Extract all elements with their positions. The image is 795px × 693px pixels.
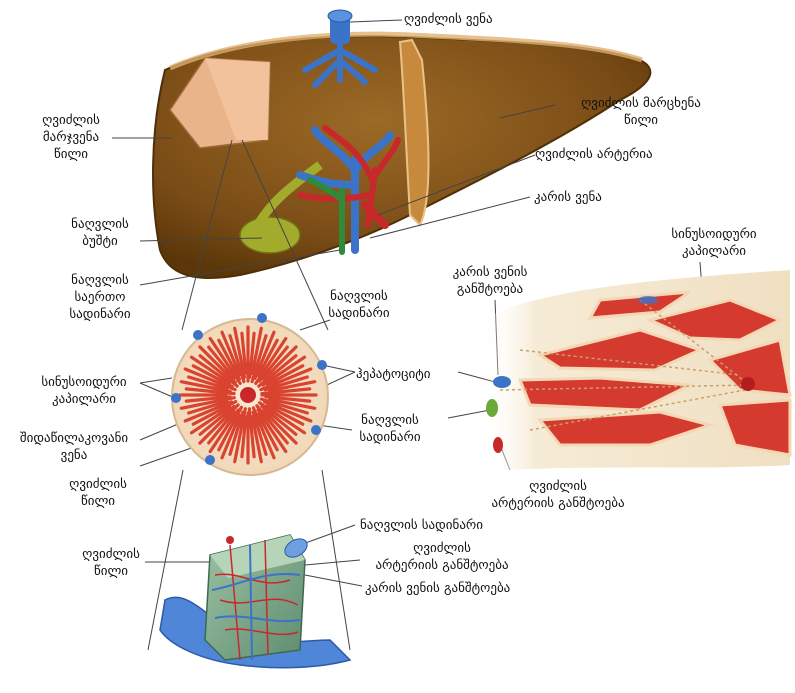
label-sinusoid-capillary-right: სინუსოიდური კაპილარი <box>654 226 774 260</box>
sinusoid-tissue-section <box>480 270 790 470</box>
label-bile-duct-top: ნაღვლის სადინარი <box>318 288 400 322</box>
label-left-lobe-line2: წილი <box>556 112 726 129</box>
label-hepatic-artery: ღვიძლის არტერია <box>535 146 653 163</box>
label-left-lobe-line1: ღვიძლის მარცხენა <box>556 95 726 112</box>
label-right-lobe-line2: მარჯვენა <box>28 129 114 146</box>
label-lobule-mid-line1: ღვიძლის <box>58 476 138 493</box>
label-right-lobe-line3: წილი <box>28 146 114 163</box>
label-right-lobe: ღვიძლის მარჯვენა წილი <box>28 112 114 163</box>
label-lobule-bottom-line1: ღვიძლის <box>74 546 148 563</box>
label-artery-branch-right-line1: ღვიძლის <box>470 478 646 495</box>
label-sinusoid-capillary-left-line2: კაპილარი <box>28 391 140 408</box>
label-common-bile-duct-line1: ნაღვლის <box>62 272 138 289</box>
lobule-3d-illustration <box>160 535 350 668</box>
label-central-vein-line2: ვენა <box>8 447 140 464</box>
label-common-bile-duct-line3: სადინარი <box>62 306 138 323</box>
label-sinusoid-capillary-left-line1: სინუსოიდური <box>28 374 140 391</box>
label-common-bile-duct-line2: საერთო <box>62 289 138 306</box>
label-right-lobe-line1: ღვიძლის <box>28 112 114 129</box>
label-central-vein: შიდაწილაკოვანი ვენა <box>8 430 140 464</box>
label-artery-branch-bottom-line1: ღვიძლის <box>356 540 528 557</box>
label-hepatic-vein: ღვიძლის ვენა <box>404 11 493 28</box>
label-portal-vein-branch-top: კარის ვენის განშტოება <box>436 264 544 298</box>
label-artery-branch-right: ღვიძლის არტერიის განშტოება <box>470 478 646 512</box>
label-gallbladder-line1: ნაღვლის <box>62 216 138 233</box>
label-lobule-mid: ღვიძლის წილი <box>58 476 138 510</box>
label-bile-duct-bottom: ნაღვლის სადინარი <box>360 517 483 534</box>
label-lobule-bottom: ღვიძლის წილი <box>74 546 148 580</box>
label-lobule-mid-line2: წილი <box>58 493 138 510</box>
label-gallbladder-line2: ბუშტი <box>62 233 138 250</box>
label-bile-duct-mid-line1: ნაღვლის <box>350 412 430 429</box>
label-sinusoid-capillary-right-line1: სინუსოიდური <box>654 226 774 243</box>
label-artery-branch-bottom: ღვიძლის არტერიის განშტოება <box>356 540 528 574</box>
label-portal-vein-branch-top-line1: კარის ვენის <box>436 264 544 281</box>
label-gallbladder: ნაღვლის ბუშტი <box>62 216 138 250</box>
label-sinusoid-capillary-right-line2: კაპილარი <box>654 243 774 260</box>
label-artery-branch-right-line2: არტერიის განშტოება <box>470 495 646 512</box>
label-sinusoid-capillary-left: სინუსოიდური კაპილარი <box>28 374 140 408</box>
label-bile-duct-mid: ნაღვლის სადინარი <box>350 412 430 446</box>
label-central-vein-line1: შიდაწილაკოვანი <box>8 430 140 447</box>
label-common-bile-duct: ნაღვლის საერთო სადინარი <box>62 272 138 323</box>
label-bile-duct-top-line2: სადინარი <box>318 305 400 322</box>
label-portal-vein-branch-top-line2: განშტოება <box>436 281 544 298</box>
lobule-cross-section <box>171 313 328 475</box>
label-hepatocytes: ჰეპატოციტი <box>356 366 431 383</box>
label-bile-duct-top-line1: ნაღვლის <box>318 288 400 305</box>
liver-illustration <box>153 10 650 278</box>
label-left-lobe: ღვიძლის მარცხენა წილი <box>556 95 726 129</box>
label-artery-branch-bottom-line2: არტერიის განშტოება <box>356 557 528 574</box>
label-lobule-bottom-line2: წილი <box>74 563 148 580</box>
label-portal-vein-branch-bottom: კარის ვენის განშტოება <box>365 580 510 597</box>
label-bile-duct-mid-line2: სადინარი <box>350 429 430 446</box>
label-portal-vein: კარის ვენა <box>534 189 602 206</box>
